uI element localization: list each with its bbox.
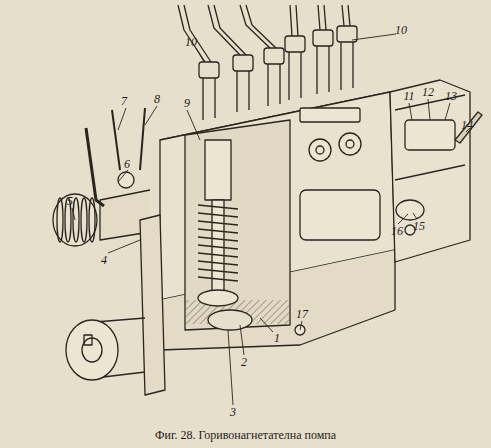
bellows-ring	[81, 198, 87, 242]
bellows-ring	[57, 198, 63, 242]
callout-number: 11	[403, 90, 414, 102]
spring-coil	[198, 205, 238, 209]
callout-number: 12	[422, 86, 434, 98]
spring-coil	[198, 269, 238, 273]
callout-number: 9	[184, 97, 190, 109]
spring-coil	[198, 229, 238, 233]
callout-number: 2	[241, 356, 247, 368]
callout-number: 1	[274, 332, 280, 344]
callout-number: 16	[391, 225, 403, 237]
callout-number: 3	[230, 406, 236, 418]
spring-coil	[198, 261, 238, 265]
callout-number: 8	[154, 93, 160, 105]
spring-coil	[198, 245, 238, 249]
spring-coil	[198, 253, 238, 257]
spring-coil	[198, 277, 238, 281]
callout-number: 7	[121, 95, 127, 107]
callout-number: 10	[185, 36, 197, 48]
bellows-ring	[89, 198, 95, 242]
callout-number: 5	[67, 195, 73, 207]
callout-number: 10	[395, 24, 407, 36]
callout-number: 17	[296, 308, 308, 320]
callout-number: 4	[101, 254, 107, 266]
callout-number: 13	[445, 90, 457, 102]
spring-coil	[198, 221, 238, 225]
spring-coil	[198, 213, 238, 217]
figure-caption: Фиг. 28. Горивонагнетателна помпа	[0, 428, 491, 443]
callout-number: 6	[124, 158, 130, 170]
spring-coil	[198, 237, 238, 241]
callout-number: 14	[461, 119, 473, 131]
bellows-ring	[73, 198, 79, 242]
callout-number: 15	[413, 220, 425, 232]
